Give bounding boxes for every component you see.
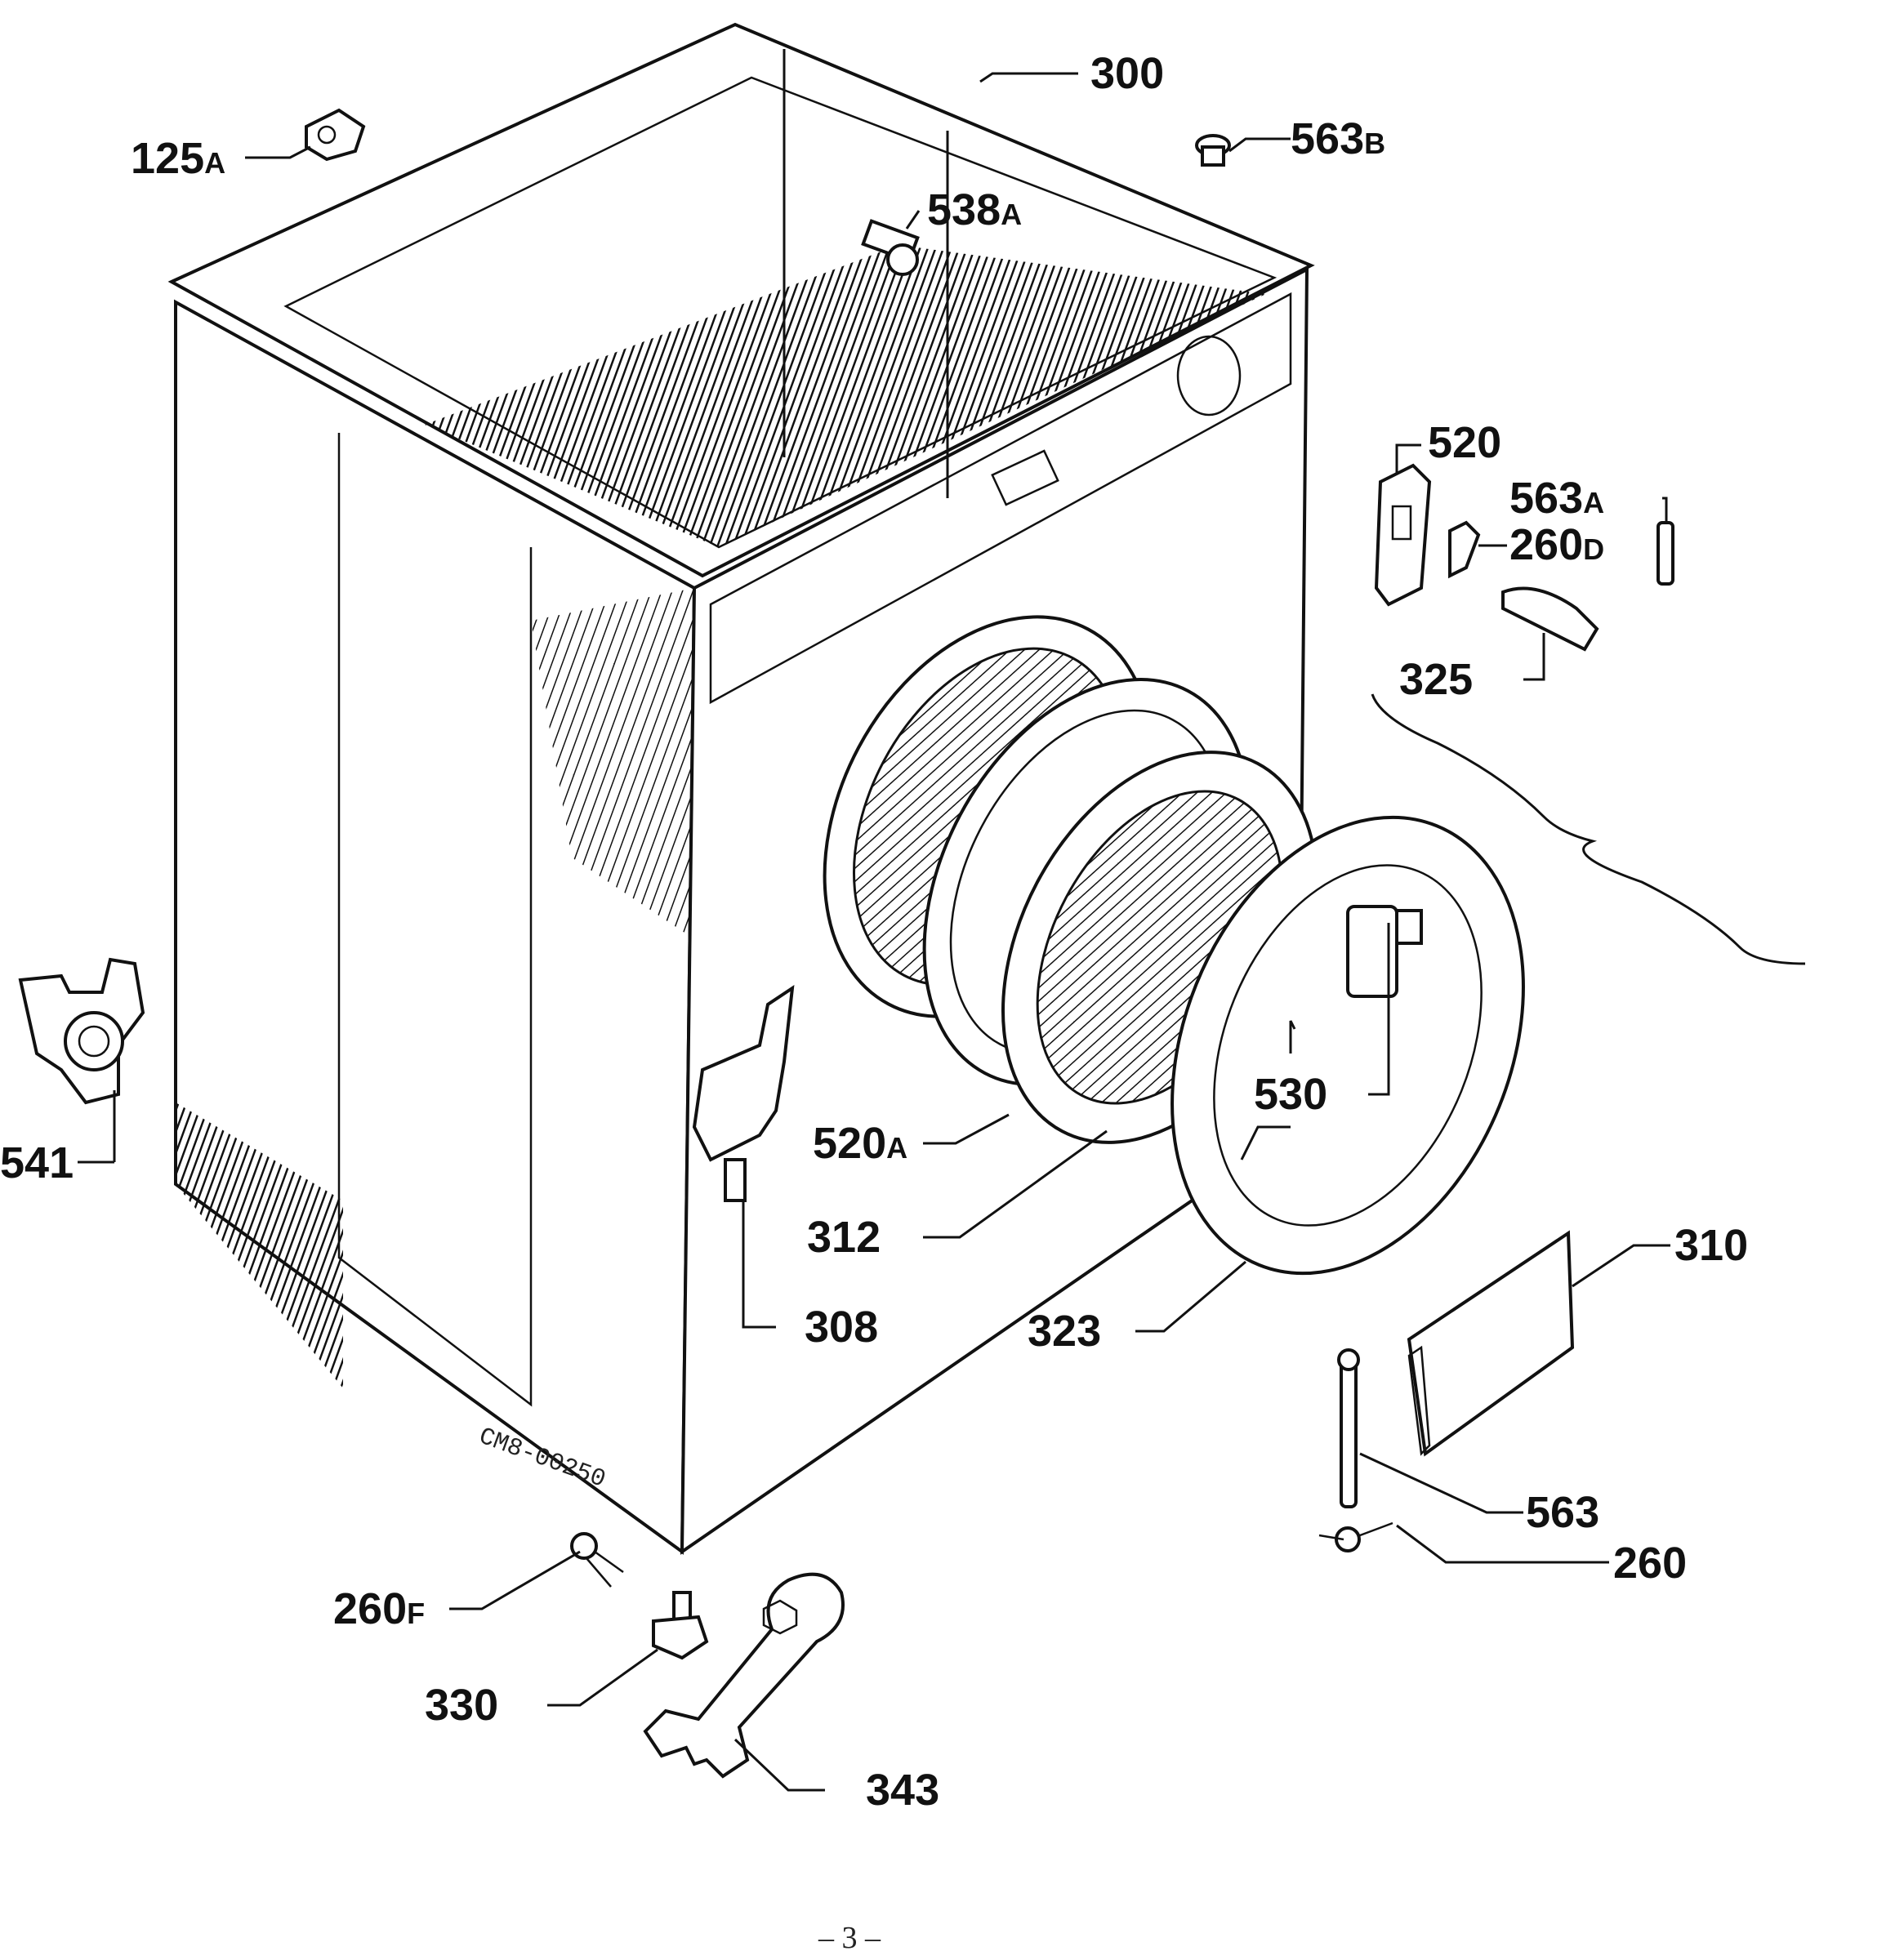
label-530: 530 <box>1254 1070 1327 1119</box>
label-260: 260 <box>1613 1539 1687 1588</box>
label-300: 300 <box>1090 49 1164 98</box>
part-308-latch <box>692 984 795 1202</box>
label-325: 325 <box>1399 655 1473 704</box>
label-563b: 563B <box>1291 114 1385 163</box>
door-frame-inner <box>1213 864 1483 1227</box>
leader-lines <box>78 72 1670 1792</box>
side-panel-fold <box>337 433 533 1407</box>
label-125a: 125A <box>131 134 225 183</box>
part-541 <box>18 957 145 1105</box>
part-563b-cap <box>1195 134 1231 167</box>
label-520: 520 <box>1428 418 1501 467</box>
label-323: 323 <box>1028 1307 1101 1356</box>
control-panel-slot <box>991 449 1059 506</box>
label-563a: 563A <box>1509 474 1604 523</box>
label-312: 312 <box>807 1213 881 1262</box>
door-hinge-530-tab <box>1395 909 1423 945</box>
grouping-brace <box>1371 693 1806 965</box>
label-260d: 260D <box>1509 520 1604 569</box>
part-310-filter-flap <box>1407 1230 1575 1457</box>
control-panel-strip <box>709 292 1292 705</box>
part-520-door-lock <box>1374 463 1432 607</box>
label-343: 343 <box>866 1766 939 1815</box>
part-260f-clip <box>570 1532 624 1588</box>
part-538a-plug <box>861 219 920 276</box>
part-260-spring <box>1318 1521 1393 1552</box>
label-308: 308 <box>805 1303 878 1352</box>
door-assembly <box>1170 815 1525 1276</box>
label-330: 330 <box>425 1681 498 1730</box>
label-563: 563 <box>1526 1488 1599 1537</box>
side-panel-shading-right <box>531 588 694 939</box>
label-260f: 260F <box>333 1584 425 1633</box>
part-563-hinge-pin <box>1337 1348 1360 1508</box>
label-541: 541 <box>0 1138 74 1187</box>
top-opening-shading <box>425 245 1266 547</box>
cabinet-top-frame <box>167 22 1315 578</box>
label-538a: 538A <box>927 185 1022 234</box>
part-325-door-handle <box>1501 586 1599 652</box>
label-310: 310 <box>1674 1221 1748 1270</box>
part-343-spanner <box>643 1572 845 1779</box>
control-knob-opening <box>1176 335 1242 416</box>
side-panel-shading <box>176 1102 343 1388</box>
part-260d-spring <box>1448 520 1481 579</box>
door-frame <box>1170 815 1525 1276</box>
page-number: – 3 – <box>818 1921 881 1955</box>
part-563a-pin <box>1657 521 1674 586</box>
label-520a: 520A <box>813 1119 907 1168</box>
part-330-foot <box>652 1591 709 1660</box>
part-125a-clip <box>305 108 366 162</box>
door-hinge-530 <box>1346 905 1398 998</box>
